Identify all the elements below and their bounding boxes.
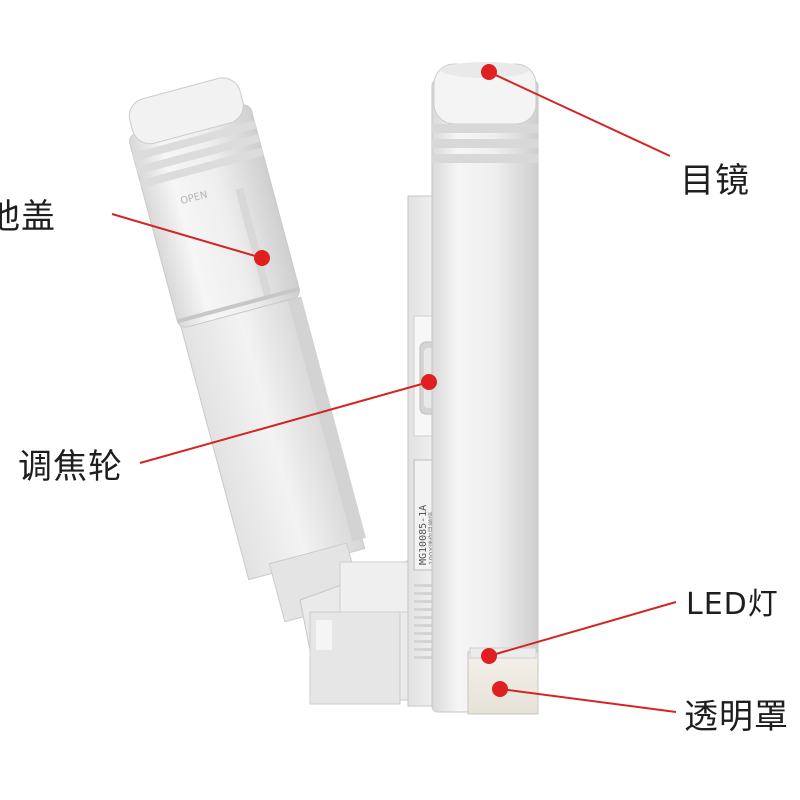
callout-line-eyepiece <box>488 71 671 157</box>
model-label: MG10085-1A <box>418 505 429 565</box>
callout-line-cover <box>499 688 677 713</box>
label-led-light: LED灯 <box>686 587 779 622</box>
callout-dot-eyepiece <box>481 64 497 80</box>
label-clear-cover: 透明罩 <box>684 697 789 737</box>
main-tube <box>431 62 539 715</box>
callout-dot-cover <box>492 681 508 697</box>
callout-dot-focus <box>421 374 437 390</box>
base-stand <box>299 559 411 705</box>
callout-line-focus <box>139 381 430 464</box>
label-battery-cover: 池盖 <box>0 197 56 237</box>
label-eyepiece: 目镜 <box>680 161 750 201</box>
callouts <box>111 71 677 713</box>
callout-line-led <box>488 601 677 657</box>
callout-line-battery <box>111 213 263 259</box>
label-focus-wheel: 调焦轮 <box>18 447 123 487</box>
callout-dot-battery <box>254 250 270 266</box>
callout-dots <box>254 64 508 697</box>
tilted-tube: OPEN <box>128 77 366 623</box>
callout-dot-led <box>481 648 497 664</box>
